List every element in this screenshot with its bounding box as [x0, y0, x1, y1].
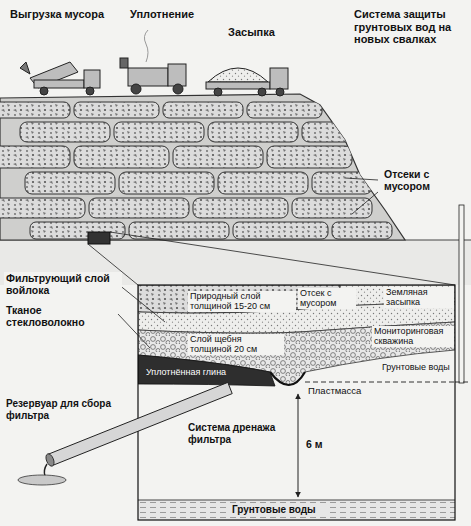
layer-label: Фильтрующий слой войлока	[4, 272, 122, 296]
layer-label: Земляная засыпка	[384, 287, 454, 308]
water-label: Грунтовые воды	[380, 362, 454, 372]
layer-label: Природный слой толщиной 15-20 см	[188, 291, 296, 312]
system-label: Система дренажа фильтра	[186, 422, 286, 445]
dimension-label: 6 м	[304, 438, 334, 450]
activity-label: Засыпка	[226, 26, 296, 39]
layer-label: Уплотнённая глина	[144, 367, 262, 377]
layer-label: Тканое стекловолокно	[4, 304, 116, 328]
cell-label: Отсеки с мусором	[382, 168, 462, 192]
activity-label: Уплотнение	[128, 8, 218, 21]
water-label: Грунтовые воды	[230, 504, 330, 516]
figure-title: Система защиты грунтовых вод на новых св…	[352, 8, 467, 46]
layer-label: Отсек с мусором	[298, 288, 356, 309]
layer-label: Пластмасса	[306, 386, 372, 397]
well-label: Мониторинговая скважина	[372, 326, 454, 347]
layer-label: Слой щебня толщиной 20 см	[188, 334, 284, 355]
activity-label: Выгрузка мусора	[8, 8, 118, 21]
reservoir-label: Резервуар для сбора фильтра	[4, 398, 114, 421]
